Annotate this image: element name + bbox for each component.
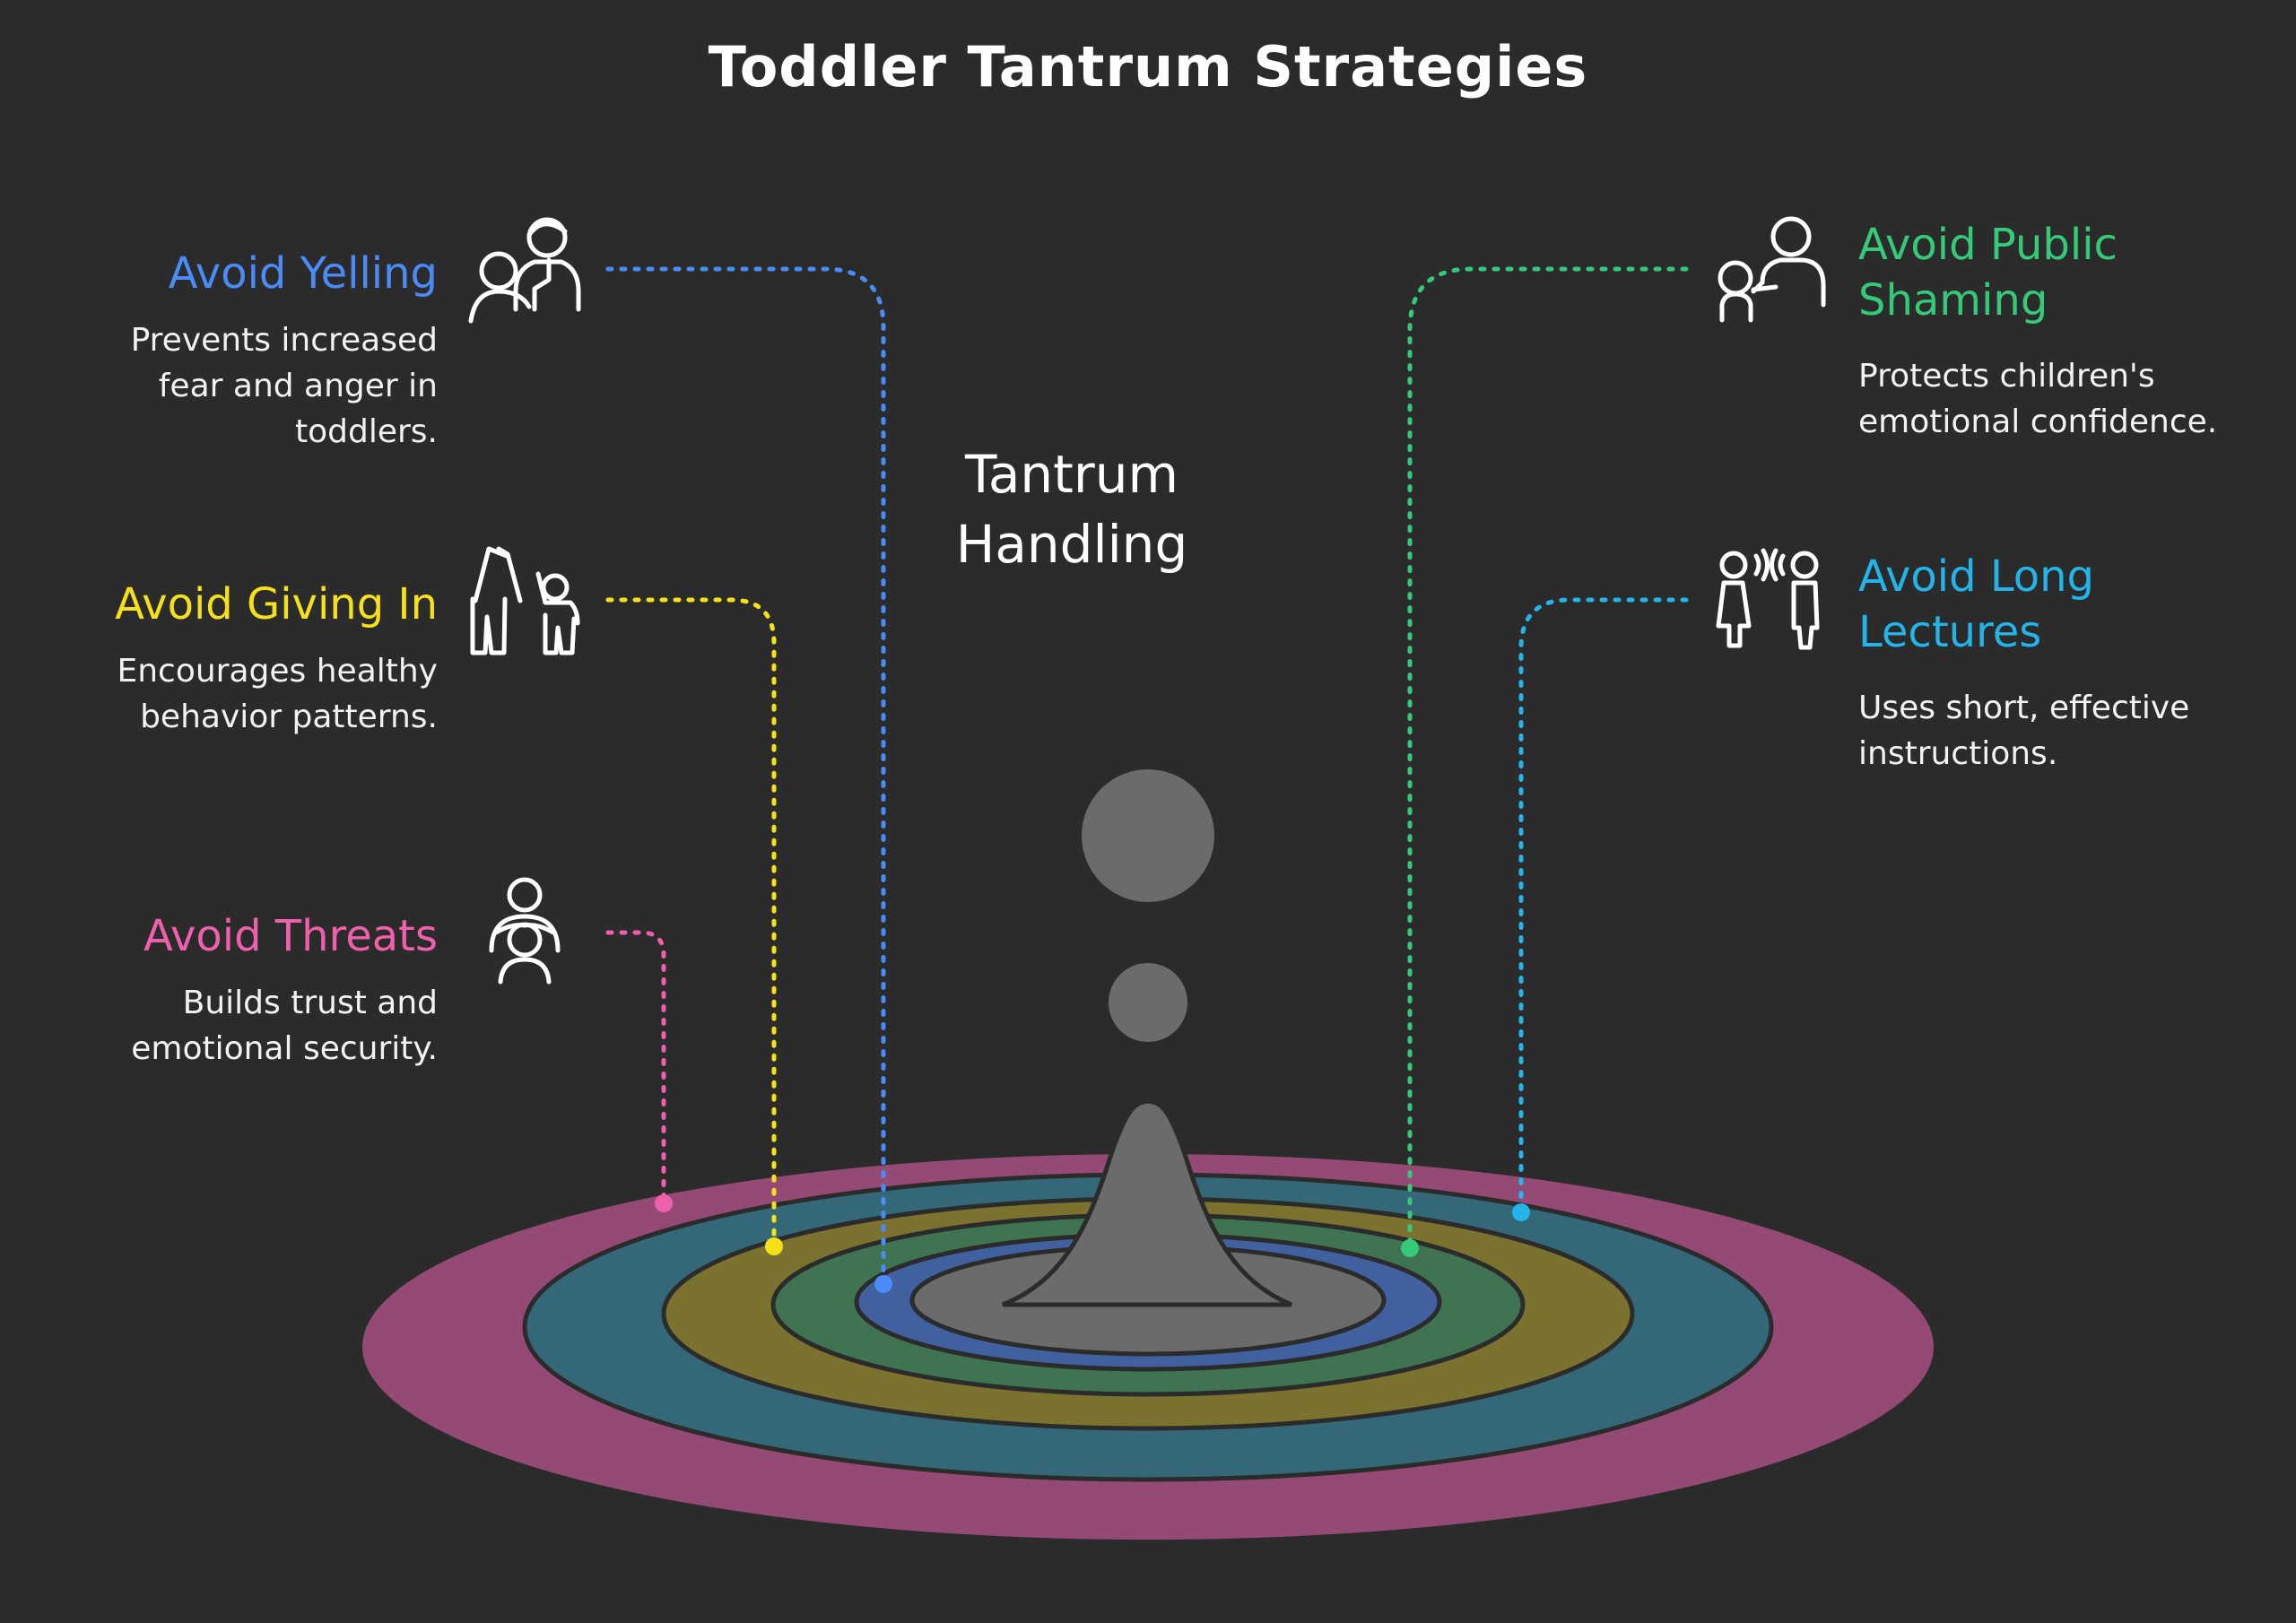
droplet-large (1082, 769, 1214, 902)
item-long-lectures: Avoid Long Lectures Uses short, effectiv… (1858, 549, 2253, 777)
item-giving-in: Avoid Giving In Encourages healthy behav… (43, 577, 438, 740)
item-giving-in-heading: Avoid Giving In (115, 579, 438, 629)
dot-giving-in (765, 1237, 783, 1255)
item-giving-in-description: Encourages healthy behavior patterns. (43, 648, 438, 740)
item-giving-in-description-line: Encourages healthy (117, 653, 438, 690)
item-long-lectures-description-line: Uses short, effective (1858, 690, 2190, 726)
center-label-line-2: Handling (955, 514, 1188, 575)
item-public-shaming-heading: Avoid Public Shaming (1858, 217, 2253, 328)
item-public-shaming-heading-line: Shaming (1858, 275, 2048, 325)
connector-yelling (605, 266, 886, 1287)
center-label-line-1: Tantrum (965, 444, 1178, 505)
item-giving-in-description-line: behavior patterns. (140, 699, 438, 735)
item-threats-description-line: Builds trust and (182, 985, 438, 1021)
item-threats-heading: Avoid Threats (143, 911, 438, 961)
connector-long-lectures (1518, 597, 1689, 1215)
adult-child-hand-raised-icon (470, 546, 580, 655)
item-threats: Avoid Threats Builds trust and emotional… (43, 908, 438, 1072)
dot-yelling (874, 1275, 892, 1293)
parent-comforting-child-icon (1718, 216, 1826, 323)
item-long-lectures-description: Uses short, effective instructions. (1858, 685, 2253, 777)
item-long-lectures-description-line: instructions. (1858, 735, 2058, 772)
item-long-lectures-heading: Avoid Long Lectures (1858, 549, 2253, 660)
item-threats-description-line: emotional security. (131, 1030, 438, 1067)
item-yelling-description: Prevents increased fear and anger in tod… (43, 317, 438, 455)
item-public-shaming-description: Protects children's emotional confidence… (1858, 353, 2253, 445)
item-threats-description: Builds trust and emotional security. (43, 980, 438, 1072)
dot-threats (655, 1194, 673, 1212)
item-long-lectures-heading-line: Avoid Long (1858, 551, 2095, 602)
item-yelling-description-line: fear and anger in (158, 368, 438, 404)
item-long-lectures-heading-line: Lectures (1858, 607, 2042, 657)
item-public-shaming-heading-line: Avoid Public (1858, 220, 2118, 270)
parent-hugging-child-icon (489, 877, 561, 985)
item-yelling-description-line: Prevents increased (130, 322, 438, 359)
two-people-talking-icon (1716, 548, 1820, 650)
dot-long-lectures (1512, 1203, 1530, 1221)
item-public-shaming-description-line: emotional confidence. (1858, 404, 2218, 440)
item-public-shaming: Avoid Public Shaming Protects children's… (1858, 217, 2253, 445)
dot-public-shaming (1401, 1239, 1419, 1257)
droplet-small (1109, 963, 1187, 1042)
connector-giving-in (605, 597, 777, 1249)
connector-threats (605, 930, 666, 1206)
page-title: Toddler Tantrum Strategies (708, 34, 1588, 100)
center-label: Tantrum Handling (897, 439, 1247, 579)
connector-public-shaming (1407, 266, 1689, 1251)
item-yelling-description-line: toddlers. (295, 413, 438, 450)
item-public-shaming-description-line: Protects children's (1858, 358, 2155, 395)
item-yelling-heading: Avoid Yelling (168, 248, 438, 299)
item-yelling: Avoid Yelling Prevents increased fear an… (43, 246, 438, 455)
splash-column (1002, 1098, 1292, 1307)
parent-scolding-child-icon (468, 217, 581, 324)
